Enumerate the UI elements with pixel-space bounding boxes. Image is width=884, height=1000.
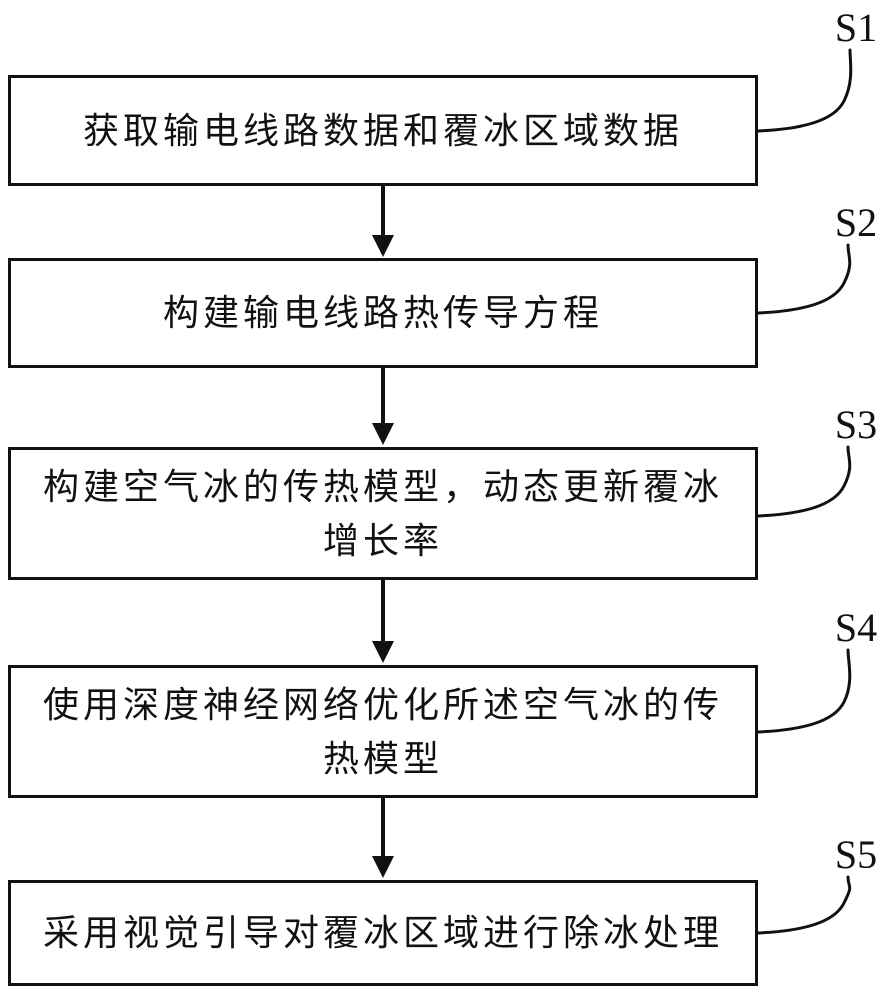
step-ref-label-s5: S5 xyxy=(834,832,878,877)
down-arrow-icon xyxy=(372,580,394,663)
connector-curve-s3 xyxy=(756,445,852,518)
flow-box-s4-text: 使用深度神经网络优化所述空气冰的传热模型 xyxy=(42,684,723,779)
connector-curve-s4 xyxy=(756,648,852,734)
flow-box-s2: 构建输电线路热传导方程 xyxy=(8,258,758,368)
down-arrow-icon xyxy=(372,368,394,445)
step-ref-label-s2: S2 xyxy=(834,200,878,245)
flow-box-s5-text: 采用视觉引导对覆冰区域进行除冰处理 xyxy=(42,913,723,953)
down-arrow-icon xyxy=(372,798,394,878)
step-ref-label-s1: S1 xyxy=(834,5,878,50)
connector-curve-s1 xyxy=(756,48,853,133)
flow-box-s3-text: 构建空气冰的传热模型，动态更新覆冰增长率 xyxy=(42,466,723,561)
flow-box-s4: 使用深度神经网络优化所述空气冰的传热模型 xyxy=(8,665,758,798)
flow-box-s5: 采用视觉引导对覆冰区域进行除冰处理 xyxy=(8,880,758,986)
connector-curve-s2 xyxy=(756,243,852,315)
flow-box-s1-text: 获取输电线路数据和覆冰区域数据 xyxy=(82,110,683,151)
flow-box-s1: 获取输电线路数据和覆冰区域数据 xyxy=(8,75,758,186)
flow-box-s3: 构建空气冰的传热模型，动态更新覆冰增长率 xyxy=(8,447,758,580)
flow-box-s2-text: 构建输电线路热传导方程 xyxy=(162,293,603,333)
connector-curve-s5 xyxy=(756,875,852,935)
down-arrow-icon xyxy=(372,186,394,257)
step-ref-label-s3: S3 xyxy=(834,402,878,447)
step-ref-label-s4: S4 xyxy=(834,605,878,650)
